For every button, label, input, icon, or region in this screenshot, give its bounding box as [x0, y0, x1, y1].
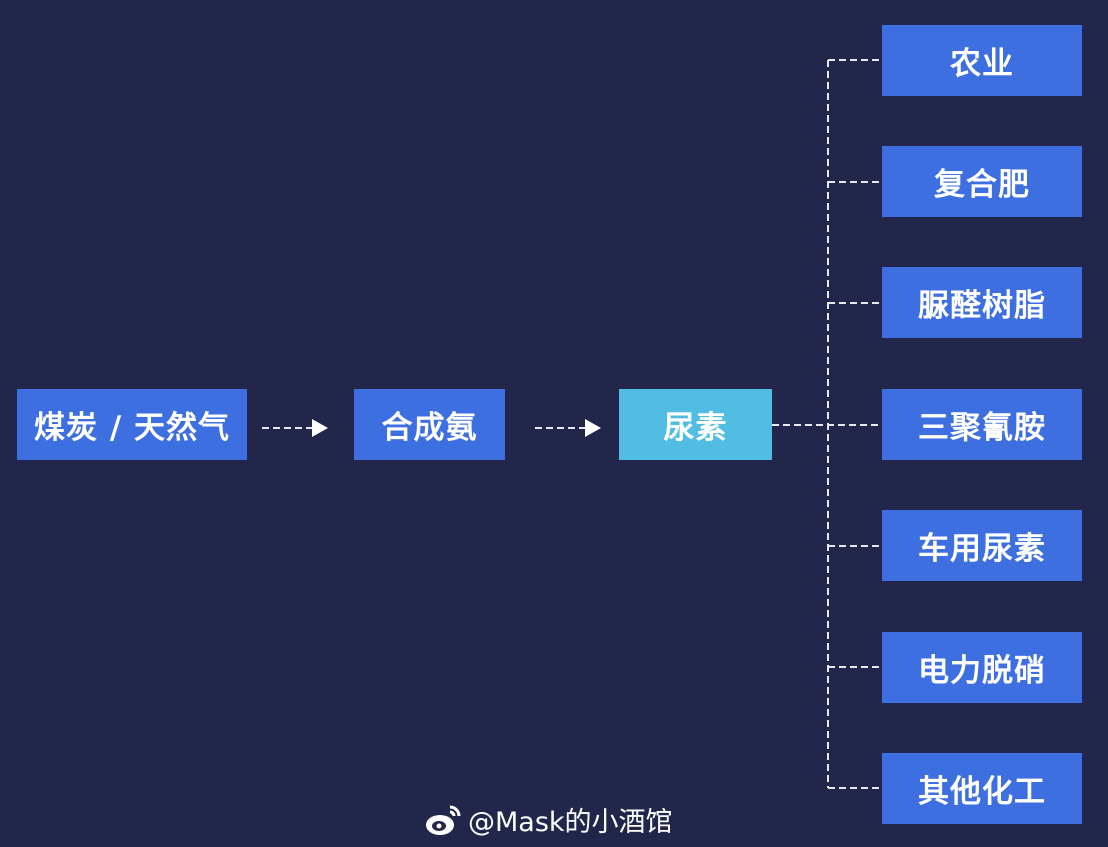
app-node: 其他化工 — [882, 753, 1082, 824]
weibo-icon — [426, 805, 461, 835]
app-node: 电力脱硝 — [882, 632, 1082, 703]
node-urea: 尿素 — [619, 389, 772, 460]
arrow-head-1 — [312, 419, 328, 437]
app-node: 车用尿素 — [882, 510, 1082, 581]
node-source: 煤炭 / 天然气 — [17, 389, 247, 460]
app-node: 脲醛树脂 — [882, 267, 1082, 338]
app-node: 三聚氰胺 — [882, 389, 1082, 460]
watermark: @Mask的小酒馆 — [424, 800, 673, 839]
app-node: 复合肥 — [882, 146, 1082, 217]
app-node: 农业 — [882, 25, 1082, 96]
arrow-head-2 — [585, 419, 601, 437]
watermark-text: @Mask的小酒馆 — [468, 807, 673, 838]
node-ammonia: 合成氨 — [354, 389, 505, 460]
